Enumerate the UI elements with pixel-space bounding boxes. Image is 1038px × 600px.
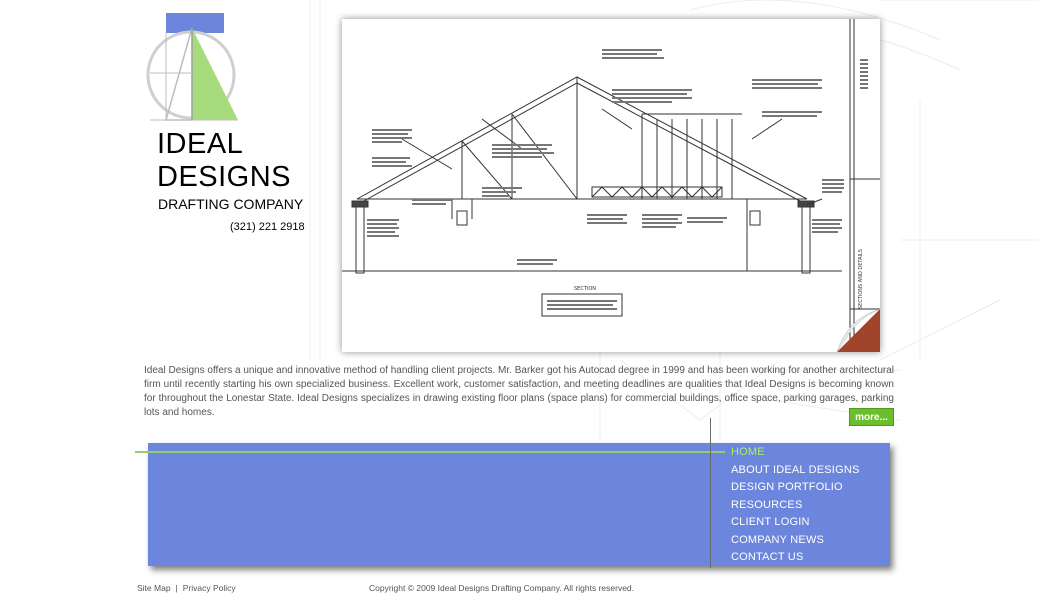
intro-paragraph: Ideal Designs offers a unique and innova…: [144, 365, 894, 418]
footer-separator: |: [175, 583, 178, 593]
hero-drawing: SECTION SECTIONS AND DETAILS: [342, 19, 880, 352]
nav-item-about[interactable]: ABOUT IDEAL DESIGNS: [731, 463, 860, 476]
company-logo: [146, 13, 238, 121]
nav-panel: [148, 443, 890, 566]
side-label: SECTIONS AND DETAILS: [858, 249, 864, 309]
brand-subtitle: DRAFTING COMPANY: [158, 196, 304, 212]
site-map-link[interactable]: Site Map: [137, 583, 171, 593]
more-button[interactable]: more...: [849, 408, 894, 426]
copyright-text: Copyright © 2009 Ideal Designs Drafting …: [369, 583, 635, 593]
main-nav: HOME ABOUT IDEAL DESIGNS DESIGN PORTFOLI…: [731, 446, 860, 569]
brand-name-line2: DESIGNS: [157, 161, 292, 193]
privacy-policy-link[interactable]: Privacy Policy: [182, 583, 236, 593]
section-label: SECTION: [574, 286, 596, 292]
phone-number: (321) 221 2918: [230, 221, 305, 233]
nav-item-contact[interactable]: CONTACT US: [731, 551, 804, 563]
green-divider-line: [135, 451, 725, 453]
footer-links: Site Map | Privacy Policy: [137, 583, 236, 593]
brand-name-line1: IDEAL: [157, 128, 244, 160]
vertical-divider-line: [710, 418, 711, 568]
nav-item-resources[interactable]: RESOURCES: [731, 498, 803, 511]
nav-item-home[interactable]: HOME: [731, 446, 765, 458]
nav-item-company-news[interactable]: COMPANY NEWS: [731, 533, 825, 546]
section-drawing-illustration: SECTION SECTIONS AND DETAILS: [342, 19, 880, 352]
nav-item-portfolio[interactable]: DESIGN PORTFOLIO: [731, 481, 843, 493]
nav-item-client-login[interactable]: CLIENT LOGIN: [731, 516, 810, 528]
